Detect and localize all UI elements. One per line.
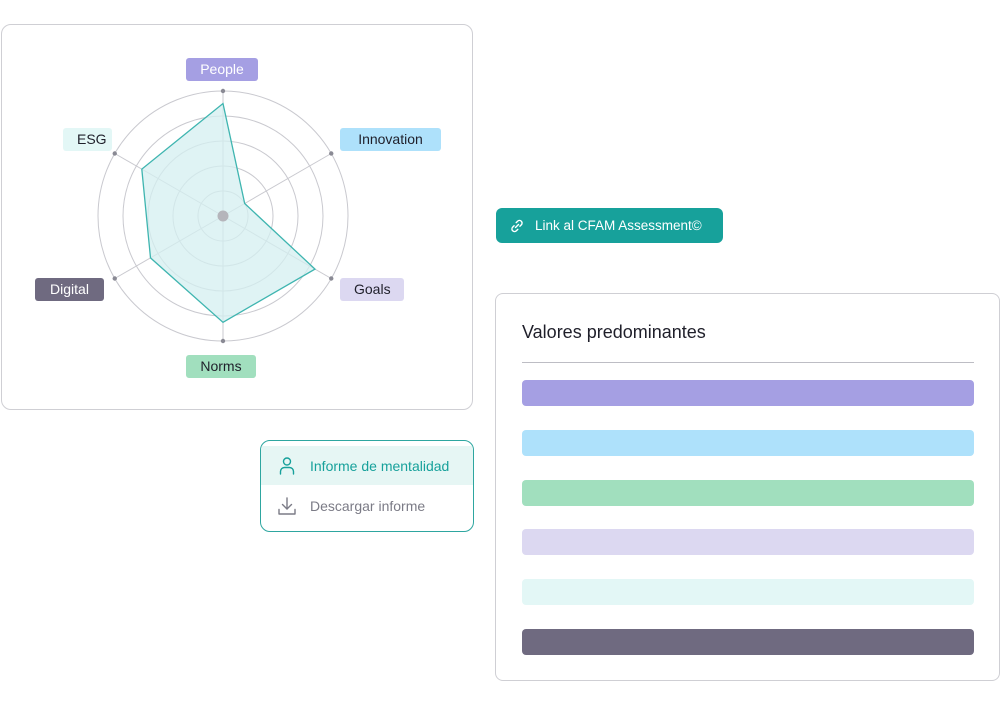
radar-axis-dot [329, 151, 334, 156]
link-icon [509, 218, 525, 234]
report-menu: Informe de mentalidad Descargar informe [260, 440, 474, 532]
radar-label-innovation: Innovation [340, 128, 441, 151]
radar-label-goals: Goals [340, 278, 404, 301]
menu-item-descargar-informe[interactable]: Descargar informe [261, 486, 473, 525]
radar-label-people: People [186, 58, 258, 81]
value-bar [522, 430, 974, 456]
predominant-values-card: Valores predominantes [495, 293, 1000, 681]
menu-item-label: Informe de mentalidad [310, 457, 450, 474]
radar-axis-dot [220, 338, 226, 344]
person-icon [277, 456, 297, 476]
value-bar [522, 480, 974, 506]
radar-axis-dot [112, 151, 117, 156]
radar-axis-dot [329, 276, 334, 281]
radar-label-norms: Norms [186, 355, 256, 378]
value-bar [522, 380, 974, 406]
value-bar [522, 529, 974, 555]
cfam-assessment-link-label: Link al CFAM Assessment© [535, 218, 702, 233]
menu-item-informe-mentalidad[interactable]: Informe de mentalidad [261, 446, 473, 485]
radar-axis-dot [112, 276, 117, 281]
cfam-assessment-link-button[interactable]: Link al CFAM Assessment© [496, 208, 723, 243]
radar-label-esg: ESG [63, 128, 112, 151]
radar-value-polygon [141, 102, 317, 324]
divider [522, 362, 974, 363]
radar-chart-card: People Innovation Goals Norms Digital ES… [1, 24, 473, 410]
radar-axis-dot [220, 88, 226, 94]
download-icon [277, 496, 297, 516]
radar-label-digital: Digital [35, 278, 104, 301]
radar-center-dot [217, 210, 229, 222]
value-bar [522, 629, 974, 655]
menu-item-label: Descargar informe [310, 497, 426, 514]
value-bar [522, 579, 974, 605]
predominant-values-title: Valores predominantes [522, 322, 706, 342]
radar-chart [97, 88, 349, 344]
